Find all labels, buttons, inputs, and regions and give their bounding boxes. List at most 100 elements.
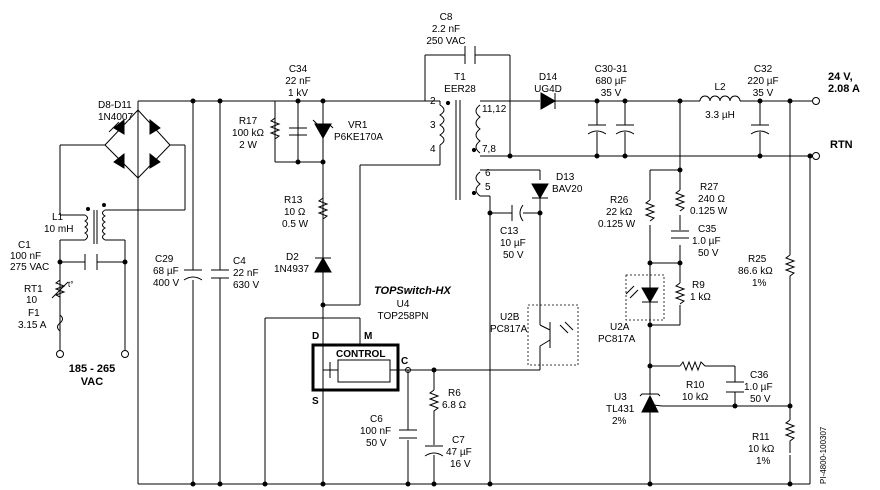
c29-ref: C29 (155, 254, 174, 265)
c8-ref: C8 (440, 12, 453, 23)
r27-rating: 0.125 W (690, 206, 728, 217)
c35-rating: 50 V (698, 248, 719, 259)
c29-capacitor (183, 269, 203, 281)
c36-ref: C36 (750, 370, 769, 381)
t1-pin-7-8: 7,8 (482, 144, 496, 155)
c7-ref: C7 (452, 435, 465, 446)
t1-part: EER28 (444, 84, 476, 95)
t1-pin-2: 2 (430, 96, 436, 107)
c6-ref: C6 (370, 414, 383, 425)
u3-shunt-regulator (639, 393, 663, 420)
d14-ref: D14 (539, 72, 558, 83)
c1-rating: 275 VAC (10, 262, 49, 273)
l1-choke (84, 203, 106, 244)
vr1-ref: VR1 (348, 120, 368, 131)
r13-ref: R13 (284, 195, 303, 206)
l1-value: 10 mH (44, 224, 73, 235)
t1-pin-11-12: 11,12 (482, 104, 507, 115)
d2-ref: D2 (286, 252, 299, 263)
u2b-ref: U2B (500, 312, 520, 323)
r10-resistor (679, 360, 706, 372)
d13-part: BAV20 (552, 184, 583, 195)
c30-rating: 35 V (601, 88, 622, 99)
c7-rating: 16 V (450, 459, 471, 470)
junction-dots (57, 98, 813, 487)
r26-value: 22 kΩ (606, 207, 633, 218)
u2b-opto-transistor (527, 304, 579, 366)
t1-pin-4: 4 (430, 144, 436, 155)
c6-capacitor (399, 429, 417, 439)
controller-family: TOPSwitch-HX (374, 285, 451, 297)
c36-capacitor (726, 381, 744, 393)
rt1-thermistor (51, 279, 69, 299)
r26-rating: 0.125 W (598, 219, 636, 230)
input-voltage: 185 - 265 (69, 363, 115, 375)
r27-ref: R27 (700, 182, 719, 193)
output-current: 2.08 A (828, 83, 860, 95)
output-voltage: 24 V, (828, 71, 853, 83)
r10-value: 10 kΩ (682, 392, 709, 403)
f1-ref: F1 (28, 308, 40, 319)
r13-rating: 0.5 W (282, 219, 309, 230)
d14-part: UG4D (534, 84, 562, 95)
r11-value: 10 kΩ (748, 444, 775, 455)
c34-capacitor (289, 127, 307, 136)
output-terminal-24v (812, 97, 820, 105)
c4-value: 22 nF (233, 268, 259, 279)
input-unit: VAC (81, 376, 103, 388)
c1-ref: C1 (18, 240, 31, 251)
r17-resistor (269, 117, 281, 140)
c30-ref: C30-31 (595, 64, 628, 75)
d8-ref: D8-D11 (98, 100, 132, 111)
l2-ref: L2 (714, 82, 726, 93)
c13-capacitor (511, 204, 524, 222)
u3-tol: 2% (612, 416, 627, 427)
c32-value: 220 µF (747, 76, 778, 87)
c6-value: 100 nF (360, 426, 391, 437)
c6-rating: 50 V (366, 438, 387, 449)
c8-capacitor (464, 46, 476, 64)
d13-diode (531, 183, 549, 200)
rt1-ref: RT1 (24, 284, 43, 295)
output-terminal-rtn (812, 152, 820, 160)
bridge-rectifier (104, 109, 171, 190)
c36-value: 1.0 µF (744, 382, 773, 393)
pin-d-label: D (312, 331, 319, 342)
u2a-part: PC817A (598, 334, 636, 345)
r25-tol: 1% (752, 278, 767, 289)
r17-ref: R17 (239, 116, 258, 127)
labels: C8 2.2 nF 250 VAC C34 22 nF 1 kV R17 100… (10, 12, 860, 484)
c29-rating: 400 V (153, 278, 179, 289)
r25-resistor (784, 254, 796, 280)
c35-value: 1.0 µF (692, 236, 721, 247)
r10-ref: R10 (686, 380, 705, 391)
c1-capacitor (84, 254, 98, 270)
c29-value: 68 µF (153, 266, 179, 277)
controller-part: TOP258PN (378, 311, 429, 322)
thermistor-mark: t° (68, 280, 73, 289)
r26-resistor (644, 199, 656, 222)
r25-value: 86.6 kΩ (738, 266, 773, 277)
d8-part: 1N4007 (98, 112, 133, 123)
c32-rating: 35 V (753, 88, 774, 99)
controller-ic (311, 343, 411, 392)
t1-pin-3: 3 (430, 120, 436, 131)
d14-diode (540, 92, 557, 110)
ac-input-terminal-l (56, 350, 64, 358)
c7-capacitor (424, 445, 444, 457)
r9-ref: R9 (692, 280, 705, 291)
r13-value: 10 Ω (284, 207, 306, 218)
c35-ref: C35 (698, 224, 717, 235)
r27-value: 240 Ω (698, 194, 725, 205)
r13-resistor (317, 197, 329, 220)
c13-value: 10 µF (500, 238, 526, 249)
pin-s-label: S (312, 396, 319, 407)
c34-value: 22 nF (285, 76, 311, 87)
c34-ref: C34 (289, 64, 308, 75)
f1-fuse (57, 314, 63, 332)
r17-rating: 2 W (239, 140, 257, 151)
d2-part: 1N4937 (274, 264, 309, 275)
u2a-ref: U2A (610, 322, 630, 333)
